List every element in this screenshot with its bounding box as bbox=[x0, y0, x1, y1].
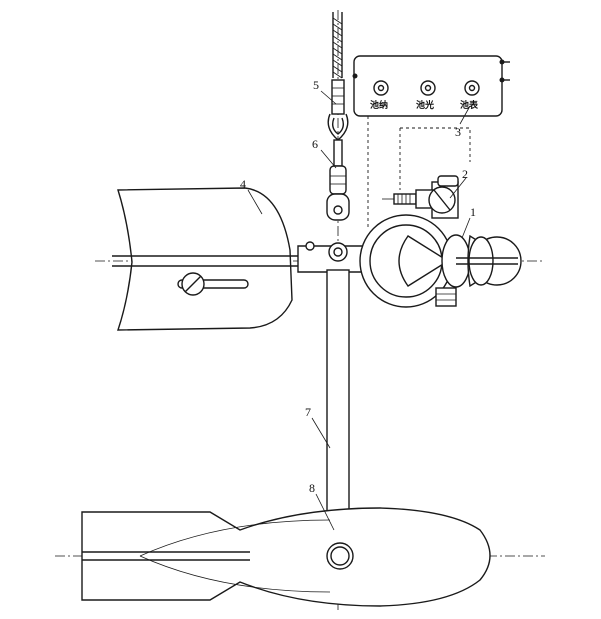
leader-7 bbox=[311, 417, 331, 449]
part-6-connector bbox=[326, 139, 350, 221]
callout-3: 3 bbox=[455, 125, 461, 139]
leader-1 bbox=[461, 217, 471, 239]
leader-6 bbox=[320, 149, 337, 169]
leader-3 bbox=[459, 105, 471, 125]
callout-2: 2 bbox=[462, 167, 468, 181]
suspension-cable bbox=[332, 12, 343, 79]
control-label-1: 池纳 bbox=[370, 99, 388, 111]
callout-1: 1 bbox=[470, 205, 476, 219]
control-box: 池纳 池光 池表 bbox=[352, 55, 510, 117]
part-4-tail-fin bbox=[112, 187, 330, 331]
wire-b bbox=[400, 127, 471, 162]
callout-6: 6 bbox=[312, 137, 318, 151]
leader-4 bbox=[247, 189, 263, 215]
control-label-3: 池表 bbox=[460, 99, 479, 111]
control-label-2: 池光 bbox=[416, 99, 434, 111]
part-1-rotor bbox=[359, 181, 522, 308]
part-8-sinker bbox=[81, 507, 491, 607]
callout-8: 8 bbox=[309, 481, 315, 495]
leader-8 bbox=[315, 493, 335, 531]
callout-7: 7 bbox=[305, 405, 311, 419]
part-7-rod bbox=[326, 269, 350, 517]
leader-2 bbox=[449, 177, 467, 199]
part-5-thimble bbox=[327, 79, 349, 141]
part-2-contact bbox=[382, 175, 459, 214]
callout-4: 4 bbox=[240, 177, 246, 191]
leader-5 bbox=[320, 90, 337, 105]
callout-5: 5 bbox=[313, 78, 319, 92]
